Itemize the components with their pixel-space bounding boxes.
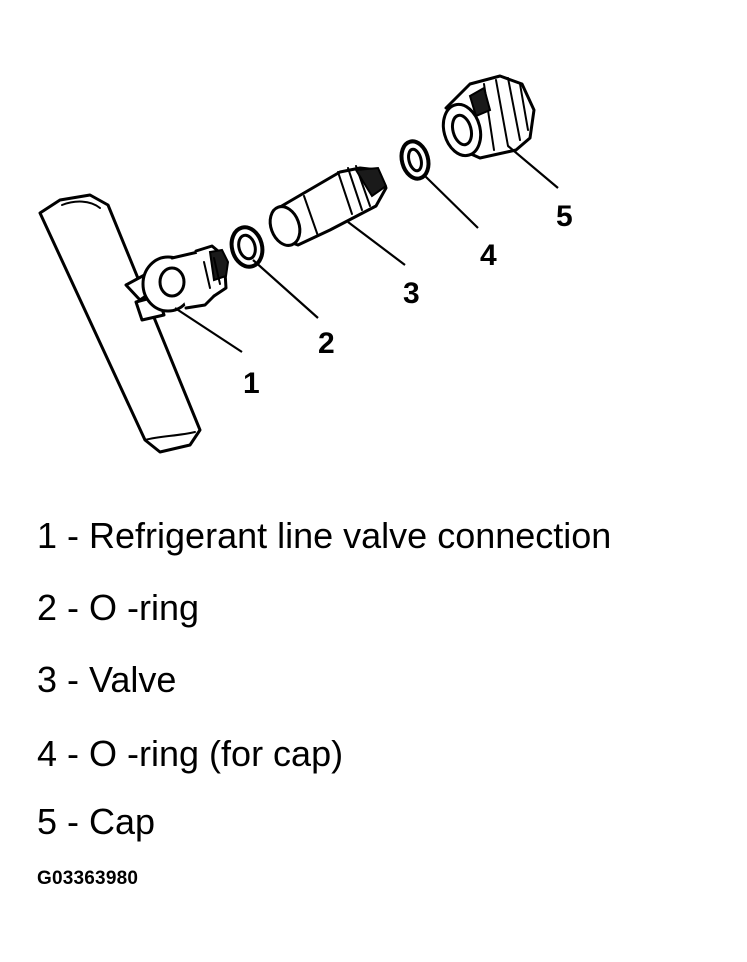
leader-line-2 — [252, 259, 319, 319]
parts-legend: 1 - Refrigerant line valve connection 2 … — [37, 518, 611, 840]
legend-text: Cap — [89, 801, 156, 842]
callout-1: 1 — [243, 367, 260, 400]
leader-line-3 — [347, 221, 406, 266]
legend-separator: - — [57, 801, 90, 842]
legend-number: 2 — [37, 587, 58, 628]
leader-line-1 — [174, 307, 243, 353]
callout-5: 5 — [556, 200, 573, 233]
legend-separator: - — [57, 587, 90, 628]
leader-line-5 — [507, 145, 559, 189]
legend-separator: - — [57, 659, 90, 700]
legend-text: O -ring (for cap) — [89, 733, 344, 774]
legend-text: O -ring — [89, 587, 200, 628]
legend-item: 5 - Cap — [37, 804, 611, 840]
legend-item: 1 - Refrigerant line valve connection — [37, 518, 611, 554]
o-ring-cap-part — [399, 139, 431, 181]
legend-item: 4 - O -ring (for cap) — [37, 736, 611, 772]
legend-number: 4 — [37, 733, 58, 774]
callout-4: 4 — [480, 239, 497, 272]
cap-part — [441, 74, 536, 160]
refrigerant-line-pipe — [38, 193, 202, 454]
valve-connection-fitting — [124, 244, 230, 322]
legend-separator: - — [57, 515, 90, 556]
valve-part — [268, 165, 388, 247]
exploded-parts-diagram: 1 2 3 4 5 — [38, 74, 573, 454]
o-ring-part — [229, 225, 265, 269]
legend-number: 5 — [37, 801, 58, 842]
legend-separator: - — [57, 733, 90, 774]
legend-text: Valve — [89, 659, 177, 700]
legend-number: 3 — [37, 659, 58, 700]
figure-id: G03363980 — [37, 868, 139, 889]
legend-item: 3 - Valve — [37, 662, 611, 698]
legend-item: 2 - O -ring — [37, 590, 611, 626]
legend-number: 1 — [37, 515, 58, 556]
callout-2: 2 — [318, 327, 335, 360]
legend-text: Refrigerant line valve connection — [89, 515, 612, 556]
leader-line-4 — [424, 175, 479, 229]
callout-3: 3 — [403, 277, 420, 310]
